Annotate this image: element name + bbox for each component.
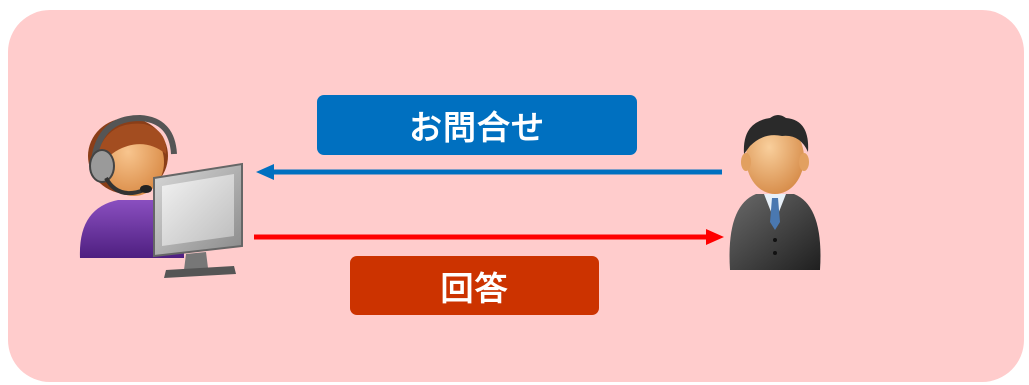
inquiry-arrowhead: [256, 164, 274, 180]
inquiry-label: お問合せ: [317, 95, 637, 155]
businessman-icon: [729, 115, 821, 270]
answer-arrowhead: [706, 229, 724, 245]
call-center-operator-icon: [79, 114, 243, 278]
answer-label: 回答: [350, 256, 599, 315]
